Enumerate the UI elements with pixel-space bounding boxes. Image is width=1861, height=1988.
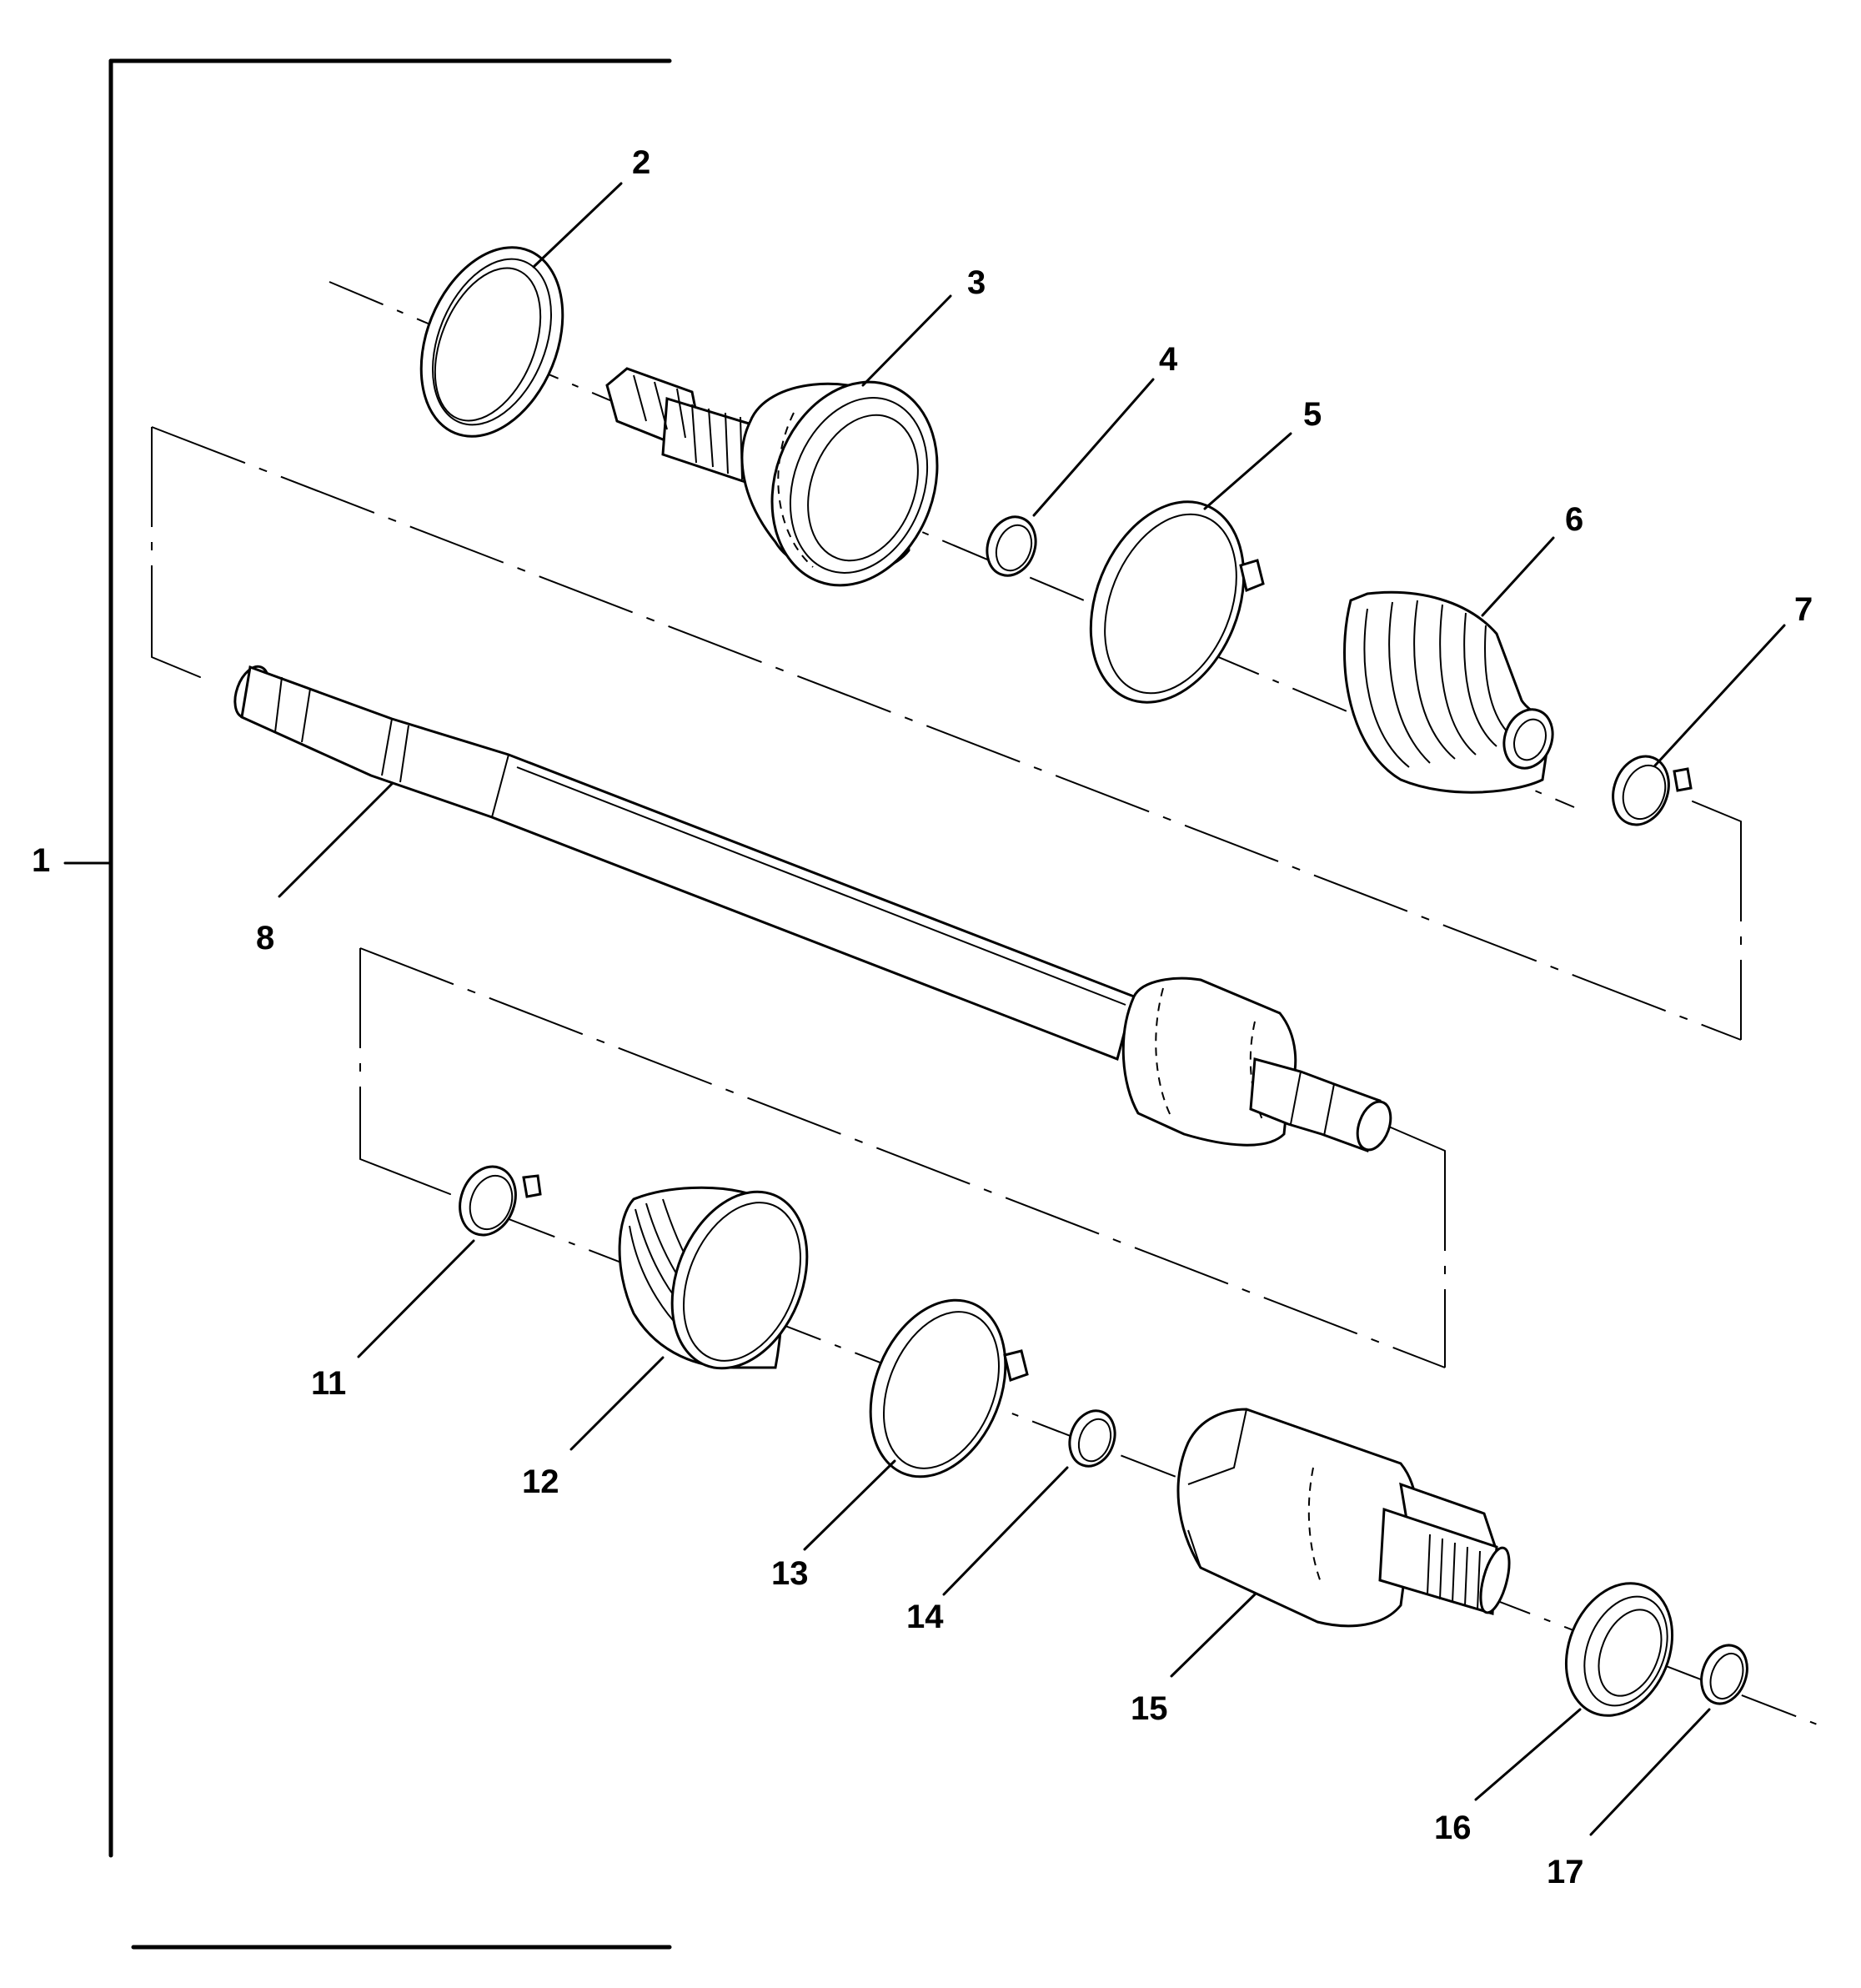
cv-boot-12 (618, 1186, 809, 1370)
seal-ring (419, 246, 564, 438)
callout-6: 6 (1565, 501, 1583, 538)
inner-cv-joint-housing (1176, 1408, 1511, 1628)
callout-11: 11 (311, 1365, 346, 1402)
boot-clamp-large-13 (869, 1298, 1029, 1478)
lower-phantom-bracket (359, 947, 1446, 1368)
outer-cv-joint (605, 367, 939, 587)
retaining-ring-4 (986, 515, 1037, 577)
seal-16 (1564, 1582, 1674, 1717)
upper-phantom-bracket (151, 426, 1742, 1041)
callout-13: 13 (771, 1555, 809, 1592)
callout-7: 7 (1794, 591, 1813, 628)
boot-clamp-small-7 (1612, 755, 1693, 826)
cv-boot-6 (1343, 590, 1554, 794)
callout-16: 16 (1434, 1810, 1472, 1846)
callout-8: 8 (256, 920, 274, 956)
callout-12: 12 (522, 1463, 559, 1500)
axle-shaft (233, 665, 1392, 1152)
boot-clamp-large-5 (1089, 500, 1265, 704)
callout-17: 17 (1547, 1854, 1584, 1890)
callout-14: 14 (906, 1599, 944, 1635)
assembly-bracket (63, 58, 672, 1950)
callout-2: 2 (632, 144, 650, 181)
callout-labels: 1 2 3 4 5 6 7 8 11 12 13 14 15 16 17 (32, 144, 1813, 1890)
leader-lines (278, 182, 1786, 1836)
boot-clamp-small-11 (459, 1165, 542, 1237)
retaining-ring-17 (1700, 1644, 1748, 1705)
callout-4: 4 (1159, 341, 1178, 378)
callout-5: 5 (1303, 396, 1322, 433)
retaining-ring-14 (1068, 1409, 1116, 1468)
callout-1: 1 (32, 842, 50, 879)
callout-15: 15 (1131, 1690, 1168, 1727)
callout-3: 3 (967, 264, 986, 301)
